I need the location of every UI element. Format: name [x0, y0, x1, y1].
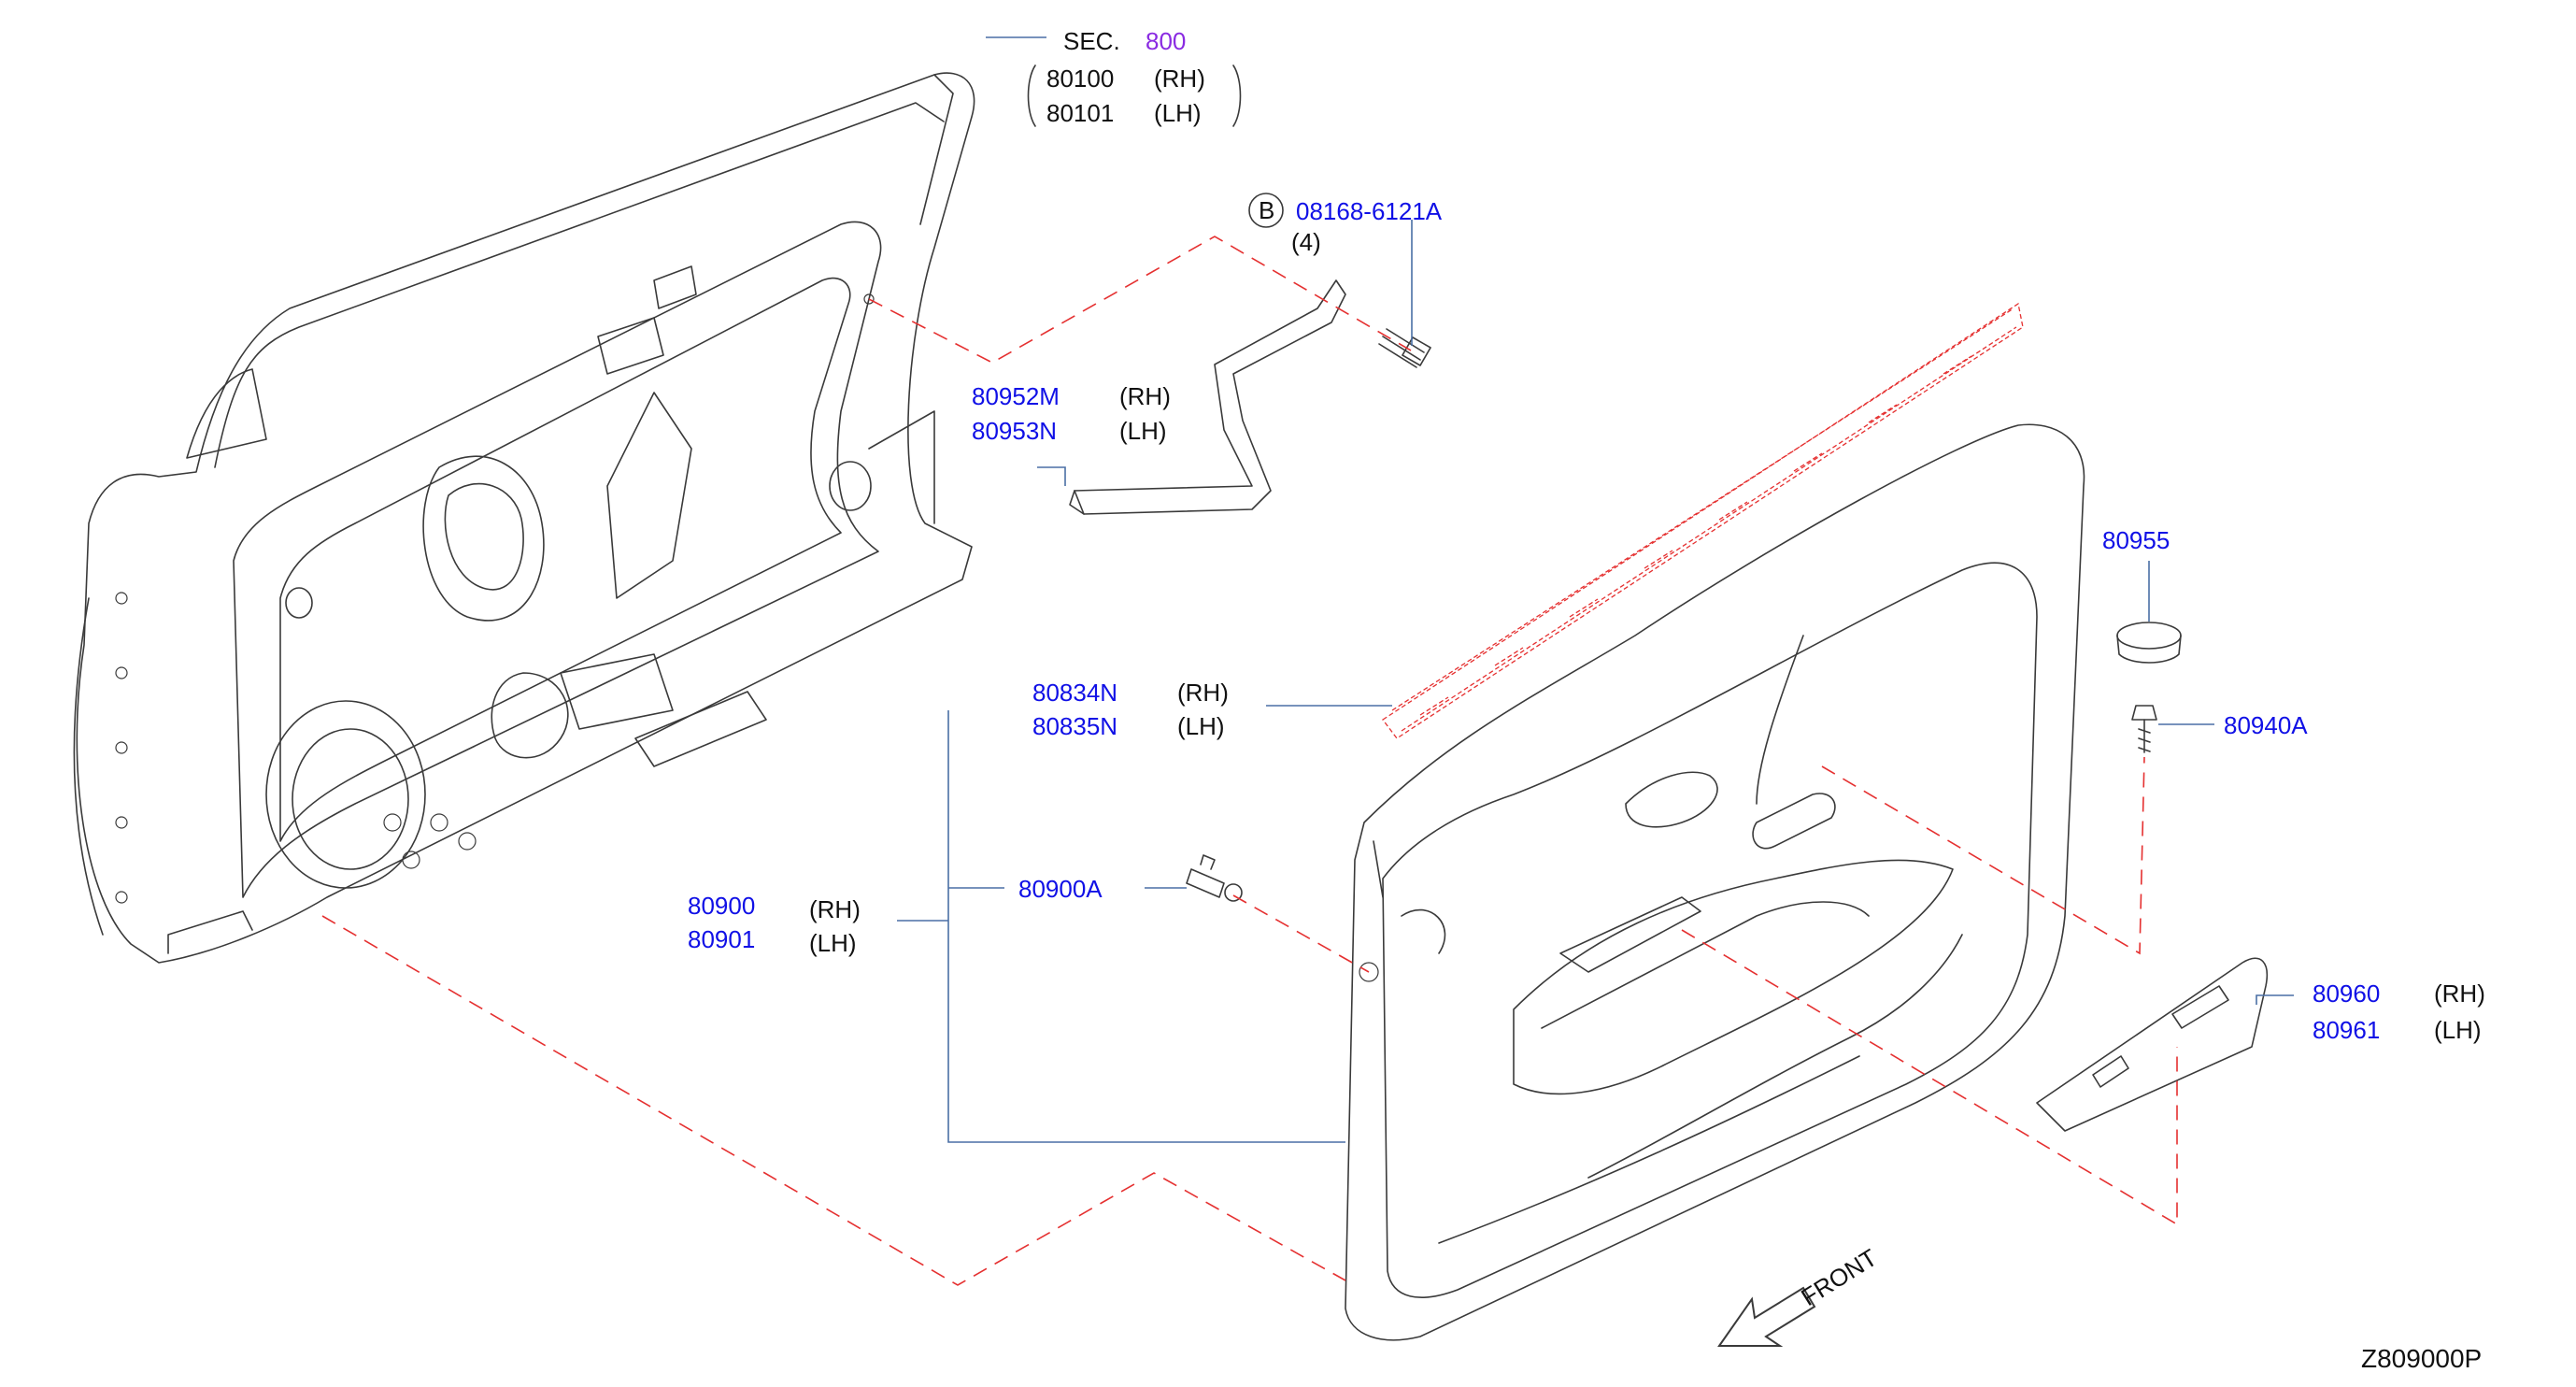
bracket-rh-part: 80952M — [972, 382, 1060, 410]
door-finisher-drawing — [1345, 423, 2085, 1341]
switch-finisher-rh-side: (RH) — [2434, 979, 2485, 1008]
door-panel-lh-side: (LH) — [1154, 99, 1202, 127]
door-panel-lh-part: 80101 — [1046, 99, 1114, 127]
cap-callout: 80955 — [2102, 526, 2170, 554]
front-label: FRONT — [1796, 1243, 1882, 1311]
finisher-lh-part: 80901 — [688, 925, 755, 953]
section-number: 800 — [1146, 27, 1186, 55]
bracket-drawing — [1069, 279, 1346, 515]
cap-drawing — [2116, 622, 2182, 664]
door-panel-rh-part: 80100 — [1046, 64, 1114, 93]
bolt-callout: B 08168-6121A (4) — [1248, 193, 1443, 256]
bracket-lh-side: (LH) — [1119, 417, 1167, 445]
assembly-dashed-lines — [321, 236, 2178, 1286]
weatherstrip-rh-side: (RH) — [1177, 679, 1229, 707]
front-arrow-icon — [1717, 1286, 1816, 1347]
switch-finisher-drawing — [2036, 957, 2268, 1132]
door-panel-rh-side: (RH) — [1154, 64, 1205, 93]
finisher-lh-side: (LH) — [809, 929, 857, 957]
section-prefix: SEC. — [1063, 27, 1120, 55]
leader-lines — [897, 36, 2294, 1143]
clip-callout: 80900A — [1018, 875, 1103, 903]
weatherstrip-callout: 80834N (RH) 80835N (LH) — [1032, 679, 1229, 740]
front-direction-indicator: FRONT — [1717, 1243, 1882, 1347]
bracket-lh-part: 80953N — [972, 417, 1057, 445]
bracket-callout: 80952M (RH) 80953N (LH) — [972, 382, 1171, 445]
screw-callout: 80940A — [2224, 711, 2308, 739]
bolt-circle-letter: B — [1259, 196, 1274, 224]
bolt-circle-marker — [1248, 193, 1284, 228]
clip-part-number: 80900A — [1018, 875, 1103, 903]
finisher-rh-part: 80900 — [688, 892, 755, 920]
section-reference: SEC. 800 80100 (RH) 80101 (LH) — [1027, 27, 1242, 127]
bolt-part-number: 08168-6121A — [1296, 197, 1443, 225]
bolt-drawing — [1378, 328, 1431, 368]
weatherstrip-drawing — [1382, 302, 2024, 739]
finisher-rh-side: (RH) — [809, 895, 861, 923]
door-inner-panel-drawing — [73, 72, 975, 964]
weatherstrip-lh-side: (LH) — [1177, 712, 1225, 740]
cap-part-number: 80955 — [2102, 526, 2170, 554]
screw-part-number: 80940A — [2224, 711, 2308, 739]
weatherstrip-rh-part: 80834N — [1032, 679, 1117, 707]
diagram-code: Z809000P — [2361, 1344, 2482, 1373]
switch-finisher-lh-side: (LH) — [2434, 1016, 2482, 1044]
clip-drawing — [1186, 854, 1243, 902]
switch-finisher-lh-part: 80961 — [2313, 1016, 2380, 1044]
switch-finisher-rh-part: 80960 — [2313, 979, 2380, 1008]
finisher-callout: 80900 (RH) 80901 (LH) — [688, 892, 861, 957]
switch-finisher-callout: 80960 (RH) 80961 (LH) — [2313, 979, 2485, 1044]
screw-drawing — [2131, 705, 2157, 753]
weatherstrip-lh-part: 80835N — [1032, 712, 1117, 740]
bracket-rh-side: (RH) — [1119, 382, 1171, 410]
bolt-quantity: (4) — [1291, 228, 1321, 256]
